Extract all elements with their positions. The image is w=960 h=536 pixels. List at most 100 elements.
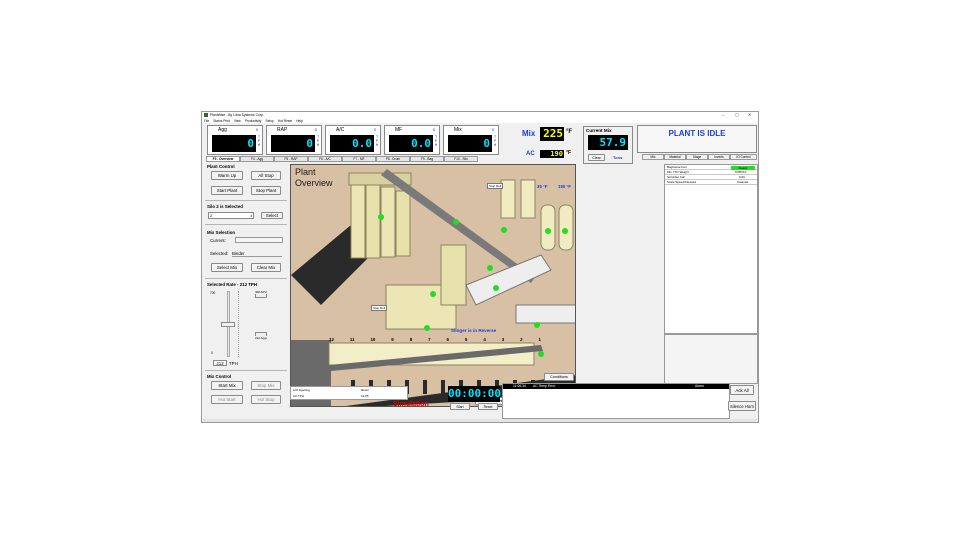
silo-select-button[interactable]: Select [261, 212, 283, 219]
timer-reset-button[interactable]: Reset [478, 403, 498, 410]
rate-slider-handle[interactable] [221, 322, 235, 327]
current-mix-field [235, 237, 283, 243]
hot-start-button[interactable]: Hot Start [211, 395, 243, 404]
bottom-row-name: AC TPH [293, 394, 304, 398]
selected-mix-value: Binder [232, 251, 282, 257]
plant-control-header: Plant Control [207, 164, 235, 169]
bin-numbers: 12 11 10 9 8 7 6 5 4 3 2 1 [329, 337, 541, 343]
tab-inverts[interactable]: Inverts [708, 154, 730, 160]
tab-bag[interactable]: F9 - Bag [410, 156, 444, 162]
tab-agg[interactable]: F4 - Agg [240, 156, 274, 162]
lower-right-panel [664, 334, 758, 384]
menu-file[interactable]: File [204, 119, 210, 123]
window-title: PlantWise - By Libra Systems Corp. [210, 113, 264, 117]
close-icon[interactable]: ✕ [748, 112, 752, 117]
current-mix-panel: Current Mix 57.9 Clear Tons [583, 126, 633, 164]
stop-mix-button[interactable]: Stop Mix [251, 381, 281, 390]
divider [205, 278, 287, 279]
rate-marker-lower [255, 332, 267, 336]
rate-value-box[interactable]: 212 [213, 360, 227, 366]
tab-stage[interactable]: Stage [686, 154, 708, 160]
meter-ac: A/C 0 0.0 T P H [325, 125, 381, 155]
bottom-row-value: 19.65 [361, 394, 369, 398]
hot-stop-button[interactable]: Hot Stop [251, 395, 281, 404]
current-mix-display: 57.9 [588, 135, 628, 150]
app-icon [204, 113, 208, 117]
simulation-label: Simulation [393, 401, 429, 408]
ack-all-button[interactable]: Ack All [730, 385, 754, 395]
maximize-icon[interactable]: ▢ [735, 112, 739, 117]
ac-temp-unit: °F [566, 150, 572, 156]
meter-display: 0 [212, 135, 256, 152]
meter-label: RAP [277, 127, 288, 133]
silo-select[interactable]: 2 ▾ [208, 212, 254, 219]
bottom-row-value: Restn [361, 388, 369, 392]
rate-marker-label: 400 AP'2 [255, 290, 267, 294]
meter-mix: Mix 0 0 T P H [443, 125, 499, 155]
mix-temp-label: Mix [522, 129, 536, 138]
status-strip [202, 419, 758, 422]
alarm-text: AC Temp Error [533, 384, 556, 388]
stop-plant-button[interactable]: Stop Plant [251, 186, 281, 195]
tab-io-control[interactable]: IO Control [730, 154, 757, 160]
tab-mf[interactable]: F7 - MF [342, 156, 376, 162]
meter-label: Agg [218, 127, 227, 133]
alarm-column-label: Alarm [695, 384, 704, 388]
conditions-button[interactable]: Conditions [544, 373, 574, 381]
timer-start-button[interactable]: Start [450, 403, 470, 410]
timer-display: 00:00:00 [448, 386, 501, 402]
menu-view[interactable]: View [233, 119, 241, 123]
selected-rate-header: Selected Rate - 212 TPH [207, 282, 258, 287]
clear-tons-button[interactable]: Clear [588, 154, 605, 161]
tab-silo[interactable]: F10 - Silo [444, 156, 478, 162]
stop-roll-label[interactable]: Stop Roll [371, 305, 388, 311]
tab-drum[interactable]: F8 - Drum [376, 156, 410, 162]
rate-marker-upper [255, 294, 267, 298]
bin-number: 9 [391, 337, 394, 342]
all-stop-button[interactable]: All Stop [251, 171, 281, 180]
select-mix-button[interactable]: Select Mix [211, 263, 243, 272]
bin-number: 7 [428, 337, 431, 342]
start-plant-button[interactable]: Start Plant [211, 186, 243, 195]
menu-status-print[interactable]: Status Print [213, 119, 230, 123]
alarm-time: 11:06:34 [513, 384, 526, 388]
menu-productivity[interactable]: Productivity [244, 119, 262, 123]
meter-small-value: 0 [314, 127, 317, 132]
tab-rap[interactable]: F5 - RAP [274, 156, 308, 162]
start-mix-button[interactable]: Start Mix [211, 381, 243, 390]
bottom-status-table: A/C Injecting Restn AC TPH 19.65 [290, 386, 408, 400]
menu-hot-reset[interactable]: Hot Reset [277, 119, 293, 123]
tab-overview[interactable]: F3 - Overview [206, 156, 240, 162]
slider-min-label: 0 [211, 351, 213, 355]
tph-label: T P H [316, 135, 320, 147]
tab-mix[interactable]: Mix [642, 154, 664, 160]
tab-material[interactable]: Material [664, 154, 686, 160]
chevron-down-icon: ▾ [250, 214, 252, 218]
alarm-row[interactable]: 11:06:34 AC Temp Error Alarm [503, 384, 729, 389]
menu-setup[interactable]: Setup [265, 119, 274, 123]
tab-ac[interactable]: F6 - A/C [308, 156, 342, 162]
warm-up-button[interactable]: Warm Up [211, 171, 243, 180]
meter-label: Mix [454, 127, 462, 133]
plant-overview-canvas: Plant Overview Slinger is in Reverse Sto… [290, 164, 576, 407]
minimize-icon[interactable]: – [722, 112, 725, 117]
mix-temp-display: 225 [540, 127, 564, 141]
stop-roll-label[interactable]: Stop Roll [487, 183, 504, 189]
silence-horn-button[interactable]: Silence Horn [728, 401, 756, 411]
ac-temp-display: 190 [540, 150, 564, 158]
mix-temp-unit: °F [566, 129, 573, 135]
duct [440, 244, 467, 306]
meter-agg: Agg 0 0 T P H [207, 125, 263, 155]
meter-label: MF [395, 127, 403, 133]
bottom-row-name: A/C Injecting [293, 388, 311, 392]
silo-tanks-right [540, 204, 574, 251]
meter-label: A/C [336, 127, 345, 133]
grid-value: 5788 lbs [735, 170, 747, 174]
meter-small-value: 0 [373, 127, 376, 132]
left-control-panel: Plant Control Warm Up All Stop Start Pla… [205, 164, 287, 404]
clear-mix-button[interactable]: Clear Mix [251, 263, 281, 272]
selected-mix-label: Selected: [210, 251, 229, 256]
menu-help[interactable]: Help [296, 119, 303, 123]
plant-diagram [291, 169, 575, 406]
rate-unit: TPH [229, 361, 238, 366]
